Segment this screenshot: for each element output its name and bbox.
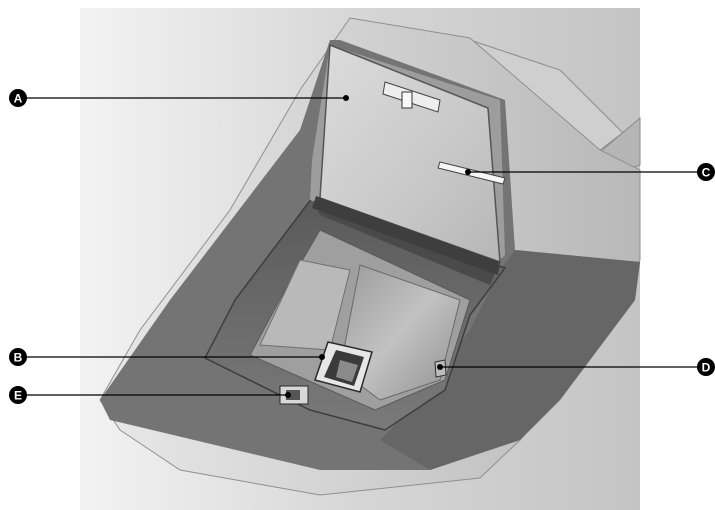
callout-b-label: B (14, 351, 23, 365)
socket-insert (336, 360, 358, 382)
callout-b-badge (9, 348, 27, 366)
callout-d-label: D (702, 361, 711, 375)
callout-e: E (9, 386, 27, 404)
callout-e-badge (9, 386, 27, 404)
lid-slot (437, 161, 506, 185)
callout-c: C (697, 163, 715, 181)
lid-clip-tab (401, 91, 413, 109)
callout-a-badge (9, 89, 27, 107)
callout-d-badge (697, 358, 715, 376)
leader-dot-d (437, 364, 443, 370)
leader-dot-c (465, 169, 471, 175)
leader-dots (285, 95, 471, 398)
callout-a-label: A (14, 92, 23, 106)
leader-lines (18, 97, 706, 396)
leader-dot-a (343, 95, 349, 101)
latch-slot (286, 390, 300, 400)
leader-dot-b (319, 354, 325, 360)
callout-a: A (9, 89, 27, 107)
callout-e-label: E (14, 389, 22, 403)
callout-c-label: C (702, 166, 711, 180)
callout-c-badge (697, 163, 715, 181)
leader-dot-e (285, 392, 291, 398)
top-surface-shade (380, 250, 640, 470)
callout-d: D (697, 358, 715, 376)
callout-b: B (9, 348, 27, 366)
lid-bottom-edge (312, 196, 500, 275)
